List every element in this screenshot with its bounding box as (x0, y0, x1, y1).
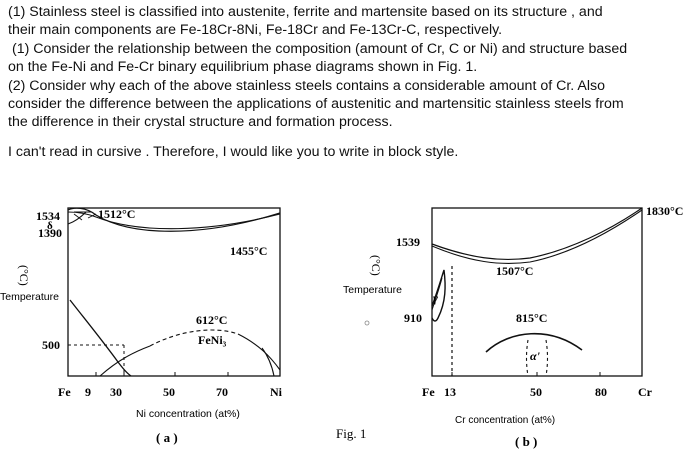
diagram-b-y-tick-910: 910 (404, 311, 422, 325)
diagram-b: 1830°C 1539 1507°C 910 γ 815°C α' Temper… (343, 204, 683, 449)
question-line: their main components are Fe-18Cr-8Ni, F… (8, 22, 503, 39)
diagram-a-delta-boundary (67, 211, 87, 225)
diagram-a-annotation-612: 612°C (196, 313, 227, 327)
question-line: the difference in their crystal structur… (8, 114, 393, 131)
diagram-b-gamma-label: γ (433, 291, 438, 305)
question-text: (1) Stainless steel is classified into a… (8, 3, 698, 161)
figure-caption: Fig. 1 (336, 426, 366, 441)
diagram-b-alpha-label: α' (530, 349, 541, 363)
diagram-a-y-tick-1390: 1390 (38, 226, 62, 240)
diagram-b-alpha-dashed-right (545, 339, 549, 377)
diagram-b-sigma-dome (485, 332, 583, 353)
diagram-a-x-tick-ni: Ni (270, 385, 283, 399)
diagram-b-x-axis-label: Cr concentration (at%) (455, 415, 555, 426)
diagram-a-alpha-boundary (69, 299, 132, 377)
diagram-b-solidus (431, 209, 643, 264)
diagram-a-x-tick-30: 30 (110, 385, 122, 399)
diagram-a: 1534 1390 500 δ 1512°C 1455°C 612°C FeNi… (0, 207, 283, 445)
diagram-a-y-tick-1534: 1534 (36, 209, 60, 223)
diagram-b-x-tick-50: 50 (530, 385, 542, 399)
diagram-a-y-unit: (°C) (17, 265, 31, 286)
diagram-a-frame (67, 207, 281, 377)
diagram-b-x-tick-fe: Fe (422, 385, 435, 399)
diagram-b-gamma-loop (431, 269, 446, 322)
diagram-b-x-tick-cr: Cr (638, 385, 653, 399)
diagram-a-eutectoid-curve (99, 345, 151, 377)
diagram-a-delta-boundary-2 (73, 213, 83, 221)
question-line: on the Fe-Ni and Fe-Cr binary equilibriu… (8, 59, 478, 76)
diagram-b-annotation-1507: 1507°C (496, 264, 533, 278)
diagram-a-annotation-1512: 1512°C (98, 207, 135, 221)
diagram-b-x-tick-80: 80 (595, 385, 607, 399)
diagram-b-x-tick-13: 13 (444, 385, 456, 399)
diagram-a-magnetic-line (261, 347, 275, 377)
question-line: (2) Consider why each of the above stain… (8, 77, 605, 94)
diagram-a-x-tick-50: 50 (163, 385, 175, 399)
diagram-a-x-axis-label: Ni concentration (at%) (136, 408, 240, 420)
diagram-a-x-tick-fe: Fe (58, 385, 71, 399)
diagram-b-y-unit: (°C) (369, 255, 383, 276)
diagram-b-y-axis-label: Temperature (343, 284, 402, 296)
diagram-b-liquidus (431, 207, 643, 261)
diagram-a-x-tick-9: 9 (85, 385, 91, 399)
diagram-b-annotation-815: 815°C (516, 311, 547, 325)
diagram-a-annotation-1455: 1455°C (230, 244, 267, 258)
diagram-a-delta-label: δ (47, 220, 53, 232)
diagram-a-panel-label: ( a ) (156, 430, 178, 445)
stray-mark (364, 320, 370, 326)
diagram-a-feni3-right (237, 333, 281, 371)
question-line: (1) Stainless steel is classified into a… (8, 4, 603, 20)
diagram-a-annotation-feni3: FeNi₃ (198, 333, 227, 347)
diagram-a-y-tick-500: 500 (42, 338, 60, 352)
diagram-a-feni3-dome (149, 329, 239, 347)
diagram-b-y-tick-1539: 1539 (396, 235, 420, 249)
diagram-b-annotation-1830: 1830°C (646, 204, 683, 218)
question-line: consider the difference between the appl… (8, 96, 624, 113)
diagram-b-panel-label: ( b ) (515, 434, 537, 449)
diagram-b-gamma-loop-inner (431, 277, 443, 311)
diagram-b-alpha-dashed-left (525, 339, 529, 377)
question-line: I can't read in cursive . Therefore, I w… (8, 143, 459, 160)
question-line: (1) Consider the relationship between th… (12, 40, 628, 57)
diagram-a-1512-leader (87, 213, 97, 219)
diagram-a-solidus (67, 211, 281, 230)
diagram-a-y-axis-label: Temperature (0, 291, 59, 303)
diagram-a-x-tick-70: 70 (216, 385, 228, 399)
